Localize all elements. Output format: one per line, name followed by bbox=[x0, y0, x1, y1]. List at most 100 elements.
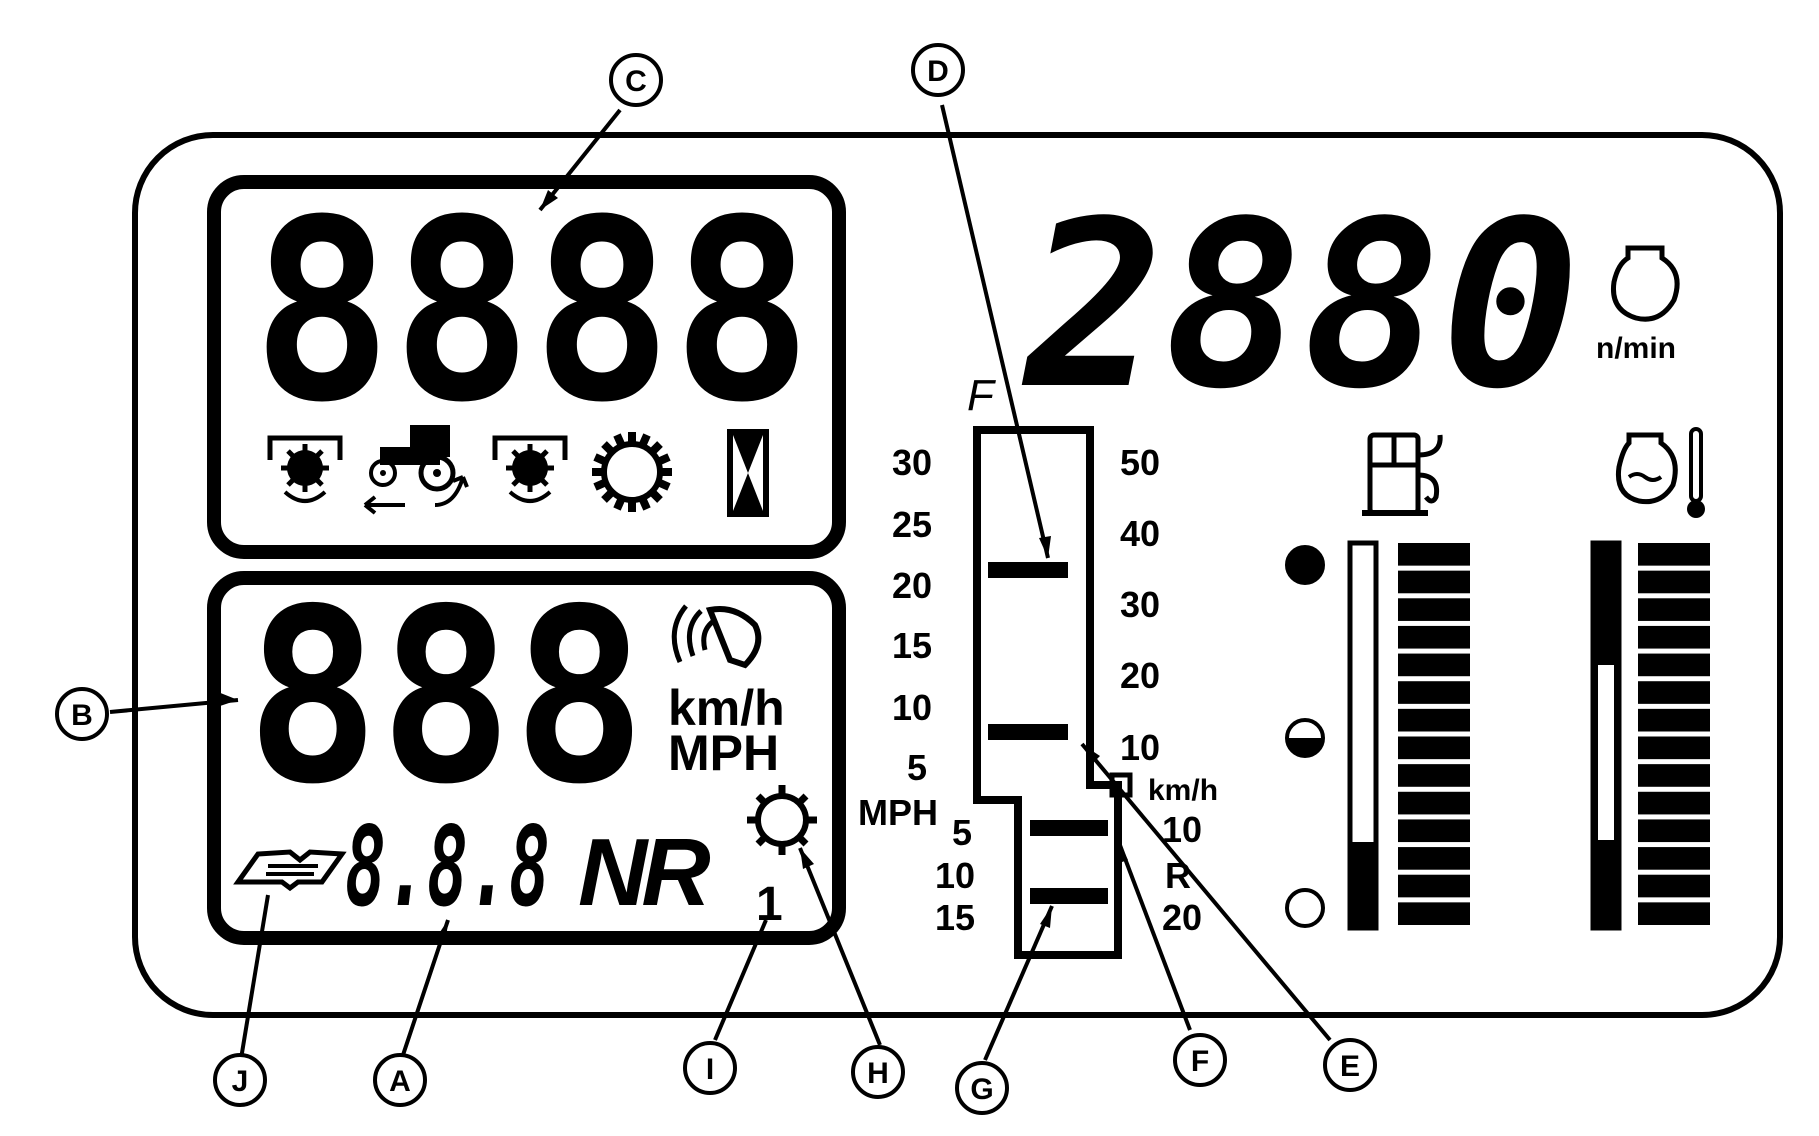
scale-top-letter: F bbox=[967, 371, 996, 420]
fuel-segments bbox=[1398, 543, 1470, 925]
callout-e: E bbox=[1323, 1038, 1377, 1092]
svg-text:A: A bbox=[389, 1065, 411, 1098]
callout-j: J bbox=[213, 1053, 267, 1107]
svg-text:F: F bbox=[1191, 1045, 1209, 1078]
fuel-segment bbox=[1398, 708, 1470, 732]
mph-reverse-10: 10 bbox=[935, 855, 975, 896]
rpm-unit: n/min bbox=[1596, 332, 1676, 365]
coolant-segment bbox=[1638, 819, 1710, 843]
mph-reverse-5: 5 bbox=[952, 812, 972, 853]
svg-text:H: H bbox=[867, 1057, 889, 1090]
leader-a bbox=[401, 919, 450, 1056]
kmh-label: km/h bbox=[1148, 774, 1218, 807]
hourglass-icon bbox=[727, 429, 769, 517]
mph-reverse-15: 15 bbox=[935, 897, 975, 938]
leader-h bbox=[798, 847, 882, 1046]
fuel-segment bbox=[1398, 543, 1470, 566]
scale-bar-f bbox=[1030, 820, 1108, 836]
mph-forward-5: 5 bbox=[907, 747, 927, 788]
mph-forward-15: 15 bbox=[892, 625, 932, 666]
scale-outline bbox=[973, 426, 1122, 959]
kmh-forward-30: 30 bbox=[1120, 584, 1160, 625]
service-book-icon bbox=[233, 849, 347, 892]
leader-c bbox=[538, 108, 622, 212]
fuel-pump-icon bbox=[1362, 432, 1443, 516]
coolant-segment bbox=[1638, 847, 1710, 870]
coolant-segment bbox=[1638, 874, 1710, 898]
fuel-segment bbox=[1398, 598, 1470, 621]
coolant-segment bbox=[1638, 902, 1710, 925]
arrowhead-c bbox=[540, 190, 558, 210]
pto-front-icon bbox=[267, 435, 343, 503]
gear-number: 1 bbox=[756, 878, 783, 931]
callout-g: G bbox=[955, 1061, 1009, 1115]
callout-h: H bbox=[851, 1045, 905, 1099]
kmh-forward-40: 40 bbox=[1120, 513, 1160, 554]
coolant-segment bbox=[1638, 764, 1710, 787]
scale-bar-g bbox=[1030, 888, 1108, 904]
leader-i bbox=[713, 919, 768, 1041]
arrowhead-e bbox=[1082, 744, 1100, 764]
leader-f bbox=[1116, 839, 1192, 1031]
mph-forward-30: 30 bbox=[892, 442, 932, 483]
radar-icon bbox=[671, 604, 762, 669]
gear-icon bbox=[592, 432, 672, 512]
kmh-forward-20: 20 bbox=[1120, 655, 1160, 696]
engine-icon bbox=[1610, 245, 1680, 322]
scale-indicator-small bbox=[1109, 772, 1133, 798]
coolant-segment bbox=[1638, 598, 1710, 621]
fuel-segment bbox=[1398, 653, 1470, 677]
kmh-forward-50: 50 bbox=[1120, 442, 1160, 483]
speed-unit-kmh: km/h bbox=[668, 680, 785, 736]
coolant-segment bbox=[1638, 681, 1710, 704]
leader-g bbox=[983, 905, 1054, 1061]
speed-display-frame bbox=[207, 571, 846, 945]
leader-d bbox=[940, 104, 1050, 559]
arrowhead-d bbox=[1039, 536, 1051, 558]
svg-text:G: G bbox=[970, 1073, 993, 1106]
callout-arrowheads bbox=[218, 190, 1128, 942]
mph-forward-25: 25 bbox=[892, 504, 932, 545]
upper-display-frame bbox=[207, 175, 846, 559]
fuel-level-bar-fill bbox=[1350, 842, 1376, 928]
pto-rear-icon bbox=[492, 435, 568, 503]
fuel-empty-indicator-icon bbox=[1285, 888, 1325, 928]
svg-text:C: C bbox=[625, 65, 647, 98]
leader-b bbox=[109, 698, 239, 714]
fuel-full-indicator-icon bbox=[1285, 545, 1325, 585]
kmh-forward-10: 10 bbox=[1120, 727, 1160, 768]
leader-j bbox=[238, 894, 270, 1066]
svg-text:I: I bbox=[706, 1053, 714, 1086]
coolant-level-bar-window bbox=[1598, 665, 1614, 840]
coolant-temperature-icon bbox=[1615, 427, 1705, 518]
coolant-segment bbox=[1638, 625, 1710, 649]
fuel-half-indicator-icon bbox=[1285, 718, 1325, 758]
arrowhead-a bbox=[436, 920, 448, 942]
coolant-segment bbox=[1638, 570, 1710, 594]
coolant-segment bbox=[1638, 708, 1710, 732]
scale-bar-d bbox=[988, 562, 1068, 578]
arrowhead-h bbox=[800, 848, 814, 869]
speed-display-digits: 888 bbox=[246, 557, 646, 837]
callout-b: B bbox=[55, 687, 109, 741]
service-digits: 8.8.8 bbox=[345, 803, 550, 931]
arrowhead-f bbox=[1116, 840, 1128, 864]
callout-d: D bbox=[911, 43, 965, 97]
coolant-segment bbox=[1638, 543, 1710, 566]
coolant-segment bbox=[1638, 791, 1710, 815]
callout-leaders bbox=[109, 104, 1332, 1066]
direction-text: NR bbox=[578, 819, 710, 926]
callout-a: A bbox=[373, 1053, 427, 1107]
callout-c: C bbox=[609, 53, 663, 107]
kmh-reverse-10: 10 bbox=[1162, 809, 1202, 850]
coolant-segments bbox=[1638, 543, 1710, 925]
callout-i: I bbox=[683, 1041, 737, 1095]
speed-unit-mph: MPH bbox=[668, 725, 779, 781]
svg-text:J: J bbox=[232, 1065, 249, 1098]
fuel-segment bbox=[1398, 874, 1470, 898]
fuel-segment bbox=[1398, 625, 1470, 649]
mph-forward-20: 20 bbox=[892, 565, 932, 606]
fuel-segment bbox=[1398, 902, 1470, 925]
